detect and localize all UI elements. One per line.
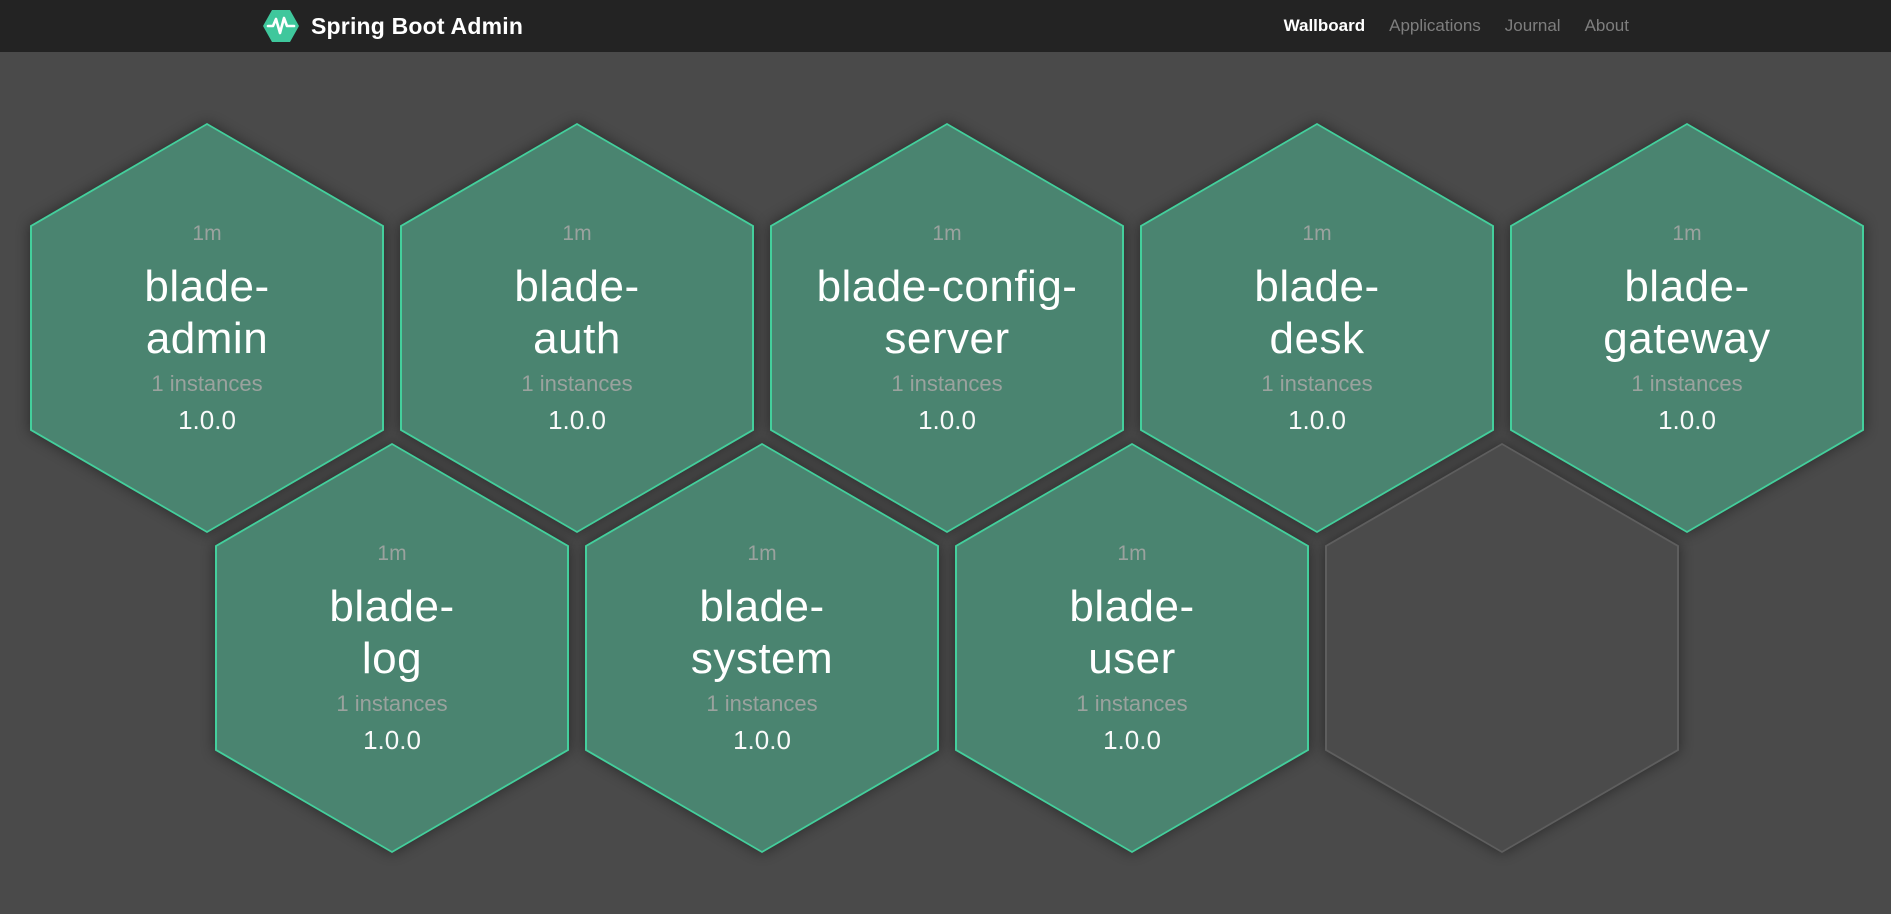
hexagon-pulse-icon [263, 10, 299, 42]
version-label: 1.0.0 [733, 725, 791, 755]
version-label: 1.0.0 [918, 405, 976, 435]
hexagon-blade-auth[interactable]: 1m blade- auth 1 instances 1.0.0 [400, 123, 754, 533]
instances-label: 1 instances [706, 691, 818, 716]
instances-label: 1 instances [521, 371, 633, 396]
hexagon-blade-log[interactable]: 1m blade- log 1 instances 1.0.0 [215, 443, 569, 853]
version-label: 1.0.0 [1103, 725, 1161, 755]
hexagon-empty-slot [1325, 443, 1679, 853]
instances-label: 1 instances [1076, 691, 1188, 716]
application-name: blade-config- server [816, 262, 1078, 363]
application-name: blade- auth [514, 262, 640, 363]
top-bar: Spring Boot Admin Wallboard Applications… [0, 0, 1891, 52]
version-label: 1.0.0 [1288, 405, 1346, 435]
version-label: 1.0.0 [363, 725, 421, 755]
version-label: 1.0.0 [1658, 405, 1716, 435]
nav-item-wallboard[interactable]: Wallboard [1283, 16, 1366, 35]
uptime-label: 1m [562, 222, 592, 245]
uptime-label: 1m [747, 542, 777, 565]
application-name: blade- user [1069, 582, 1195, 683]
brand-home-link[interactable]: Spring Boot Admin [262, 9, 523, 43]
hexagon-blade-config-server[interactable]: 1m blade-config- server 1 instances 1.0.… [770, 123, 1124, 533]
uptime-label: 1m [377, 542, 407, 565]
uptime-label: 1m [1672, 222, 1702, 245]
nav-item-applications[interactable]: Applications [1389, 16, 1481, 35]
application-name: blade- system [690, 582, 834, 683]
hexagon-row-1: 1m blade- admin 1 instances 1.0.0 1m bla… [30, 123, 1891, 533]
application-name: blade- desk [1254, 262, 1380, 363]
header-container: Spring Boot Admin Wallboard Applications… [262, 0, 1629, 52]
hexagon-blade-gateway[interactable]: 1m blade- gateway 1 instances 1.0.0 [1510, 123, 1864, 533]
application-name: blade- log [329, 582, 455, 683]
app-title: Spring Boot Admin [311, 12, 524, 39]
application-name: blade- gateway [1603, 262, 1771, 363]
application-name: blade- admin [144, 262, 270, 363]
instances-label: 1 instances [336, 691, 448, 716]
uptime-label: 1m [1302, 222, 1332, 245]
hexagon-blade-desk[interactable]: 1m blade- desk 1 instances 1.0.0 [1140, 123, 1494, 533]
main-nav: Wallboard Applications Journal About [1284, 16, 1629, 36]
instances-label: 1 instances [1631, 371, 1743, 396]
hexagon-blade-system[interactable]: 1m blade- system 1 instances 1.0.0 [585, 443, 939, 853]
uptime-label: 1m [1117, 542, 1147, 565]
instances-label: 1 instances [151, 371, 263, 396]
hexagon-blade-admin[interactable]: 1m blade- admin 1 instances 1.0.0 [30, 123, 384, 533]
hexagon-row-2: 1m blade- log 1 instances 1.0.0 1m blade… [215, 443, 1891, 853]
version-label: 1.0.0 [548, 405, 606, 435]
uptime-label: 1m [192, 222, 222, 245]
wallboard: 1m blade- admin 1 instances 1.0.0 1m bla… [0, 52, 1891, 853]
version-label: 1.0.0 [178, 405, 236, 435]
hexagon-blade-user[interactable]: 1m blade- user 1 instances 1.0.0 [955, 443, 1309, 853]
nav-item-about[interactable]: About [1584, 16, 1629, 35]
instances-label: 1 instances [891, 371, 1003, 396]
nav-item-journal[interactable]: Journal [1504, 16, 1561, 35]
instances-label: 1 instances [1261, 371, 1373, 396]
uptime-label: 1m [932, 222, 962, 245]
